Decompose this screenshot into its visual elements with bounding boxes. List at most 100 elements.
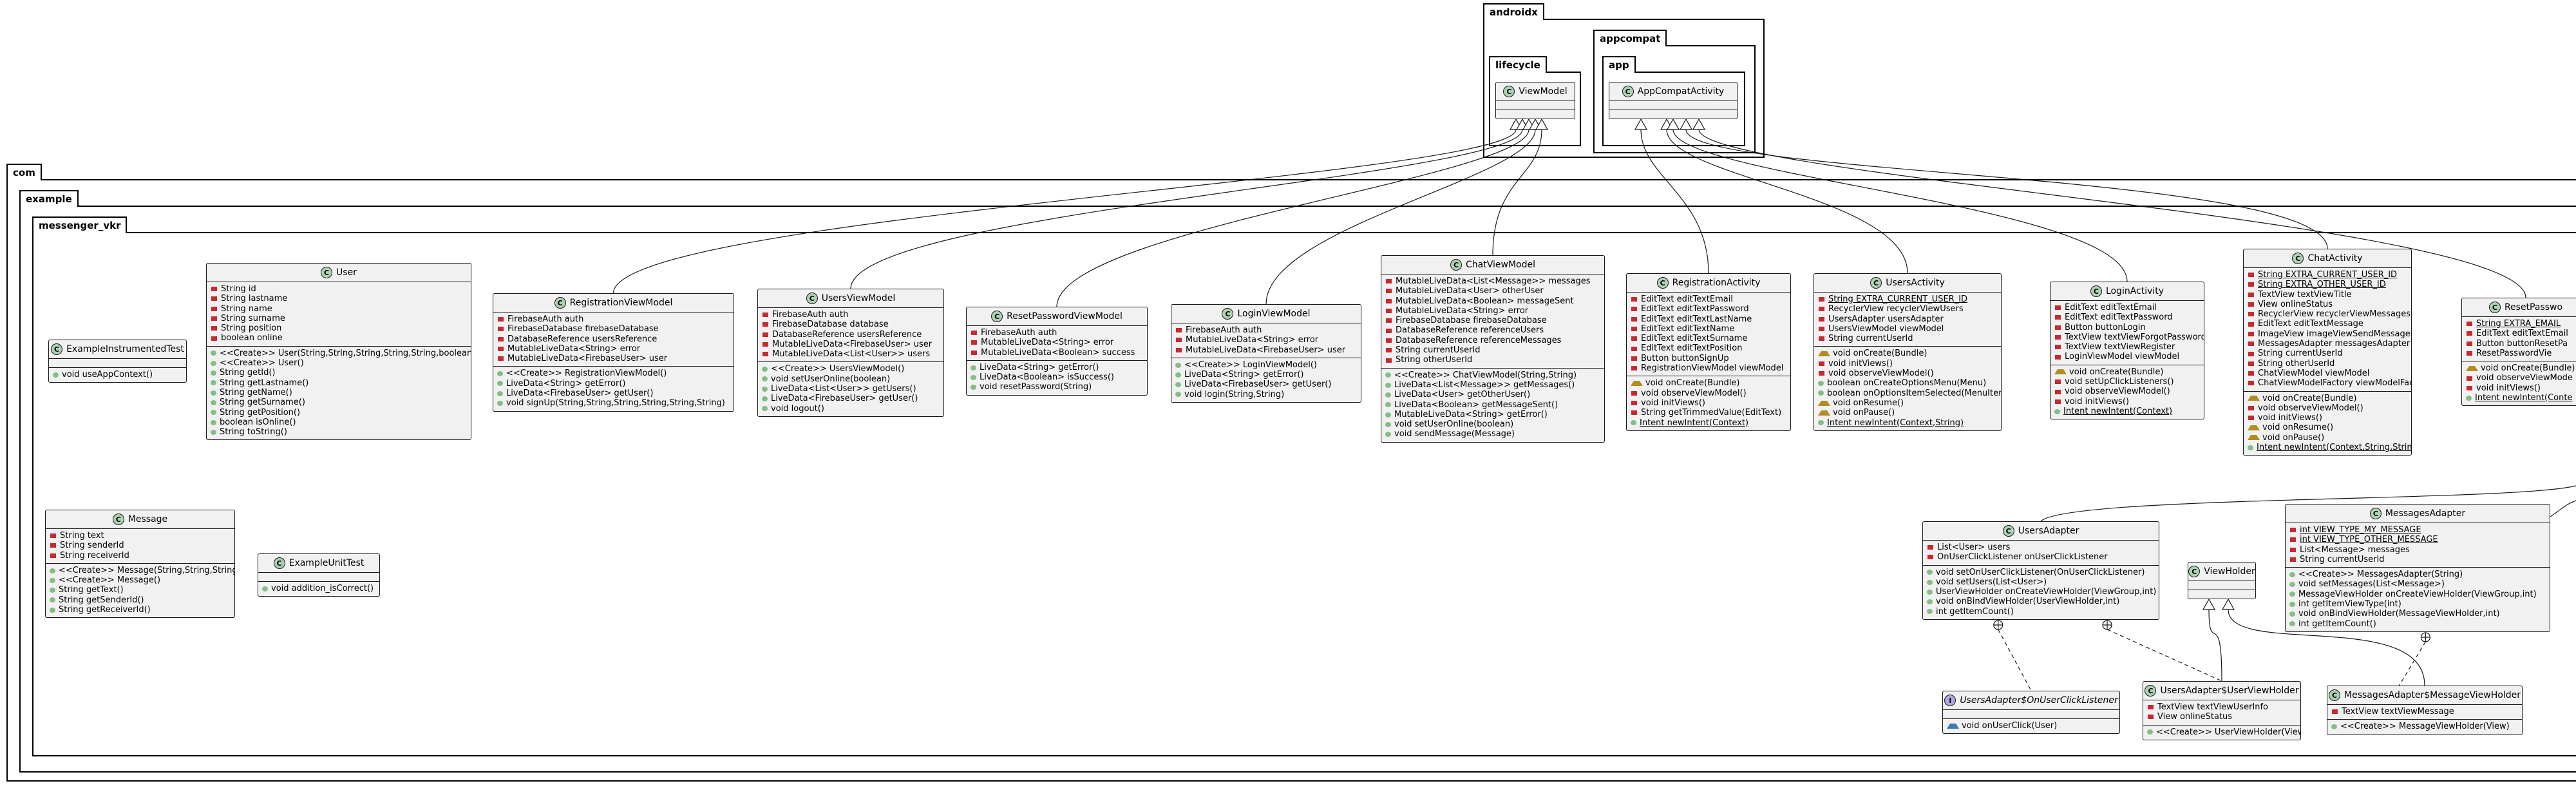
class-icon: C bbox=[321, 267, 333, 278]
method: void initViews() bbox=[1631, 398, 1786, 408]
private-visibility-icon bbox=[1927, 555, 1933, 560]
method-text: void setUserOnline(boolean) bbox=[771, 374, 891, 384]
method: String toString() bbox=[211, 427, 467, 437]
field: String id bbox=[211, 284, 467, 294]
method-text: void addition_isCorrect() bbox=[271, 584, 374, 593]
method: void onPause() bbox=[1818, 408, 1997, 418]
method: void sendMessage(Message) bbox=[1385, 429, 1600, 439]
field: RegistrationViewModel viewModel bbox=[1631, 363, 1786, 373]
private-visibility-icon bbox=[2248, 371, 2254, 376]
field: TextView textViewForgotPassword bbox=[2054, 332, 2204, 342]
public-visibility-icon bbox=[497, 390, 503, 396]
class-icon: C bbox=[51, 343, 63, 355]
class-name: ViewHolder bbox=[2204, 566, 2255, 577]
private-visibility-icon bbox=[1631, 346, 1637, 351]
field-text: DatabaseReference usersReference bbox=[507, 334, 658, 344]
field: String surname bbox=[211, 314, 467, 323]
class-methods: <<Create>> UsersViewModel()void setUserO… bbox=[758, 362, 943, 416]
method: String getSurname() bbox=[211, 398, 467, 407]
private-visibility-icon bbox=[2248, 361, 2254, 366]
field-text: EditText editTextMessage bbox=[2258, 319, 2363, 329]
method-text: <<Create>> UserViewHolder(View) bbox=[2156, 727, 2301, 737]
method-text: LiveData<FirebaseUser> getUser() bbox=[506, 389, 654, 399]
public-visibility-icon bbox=[1818, 420, 1824, 426]
method: void onPause() bbox=[2248, 433, 2407, 443]
field-text: String name bbox=[221, 303, 272, 314]
field: RecyclerView recyclerViewUsers bbox=[1818, 304, 1997, 314]
public-visibility-icon bbox=[50, 568, 55, 573]
class-fields bbox=[1496, 101, 1575, 110]
private-visibility-icon bbox=[1631, 297, 1637, 302]
field-text: RegistrationViewModel viewModel bbox=[1641, 363, 1784, 374]
private-visibility-icon bbox=[2467, 322, 2472, 327]
class-icon: C bbox=[1656, 277, 1669, 289]
field: Button buttonLogin bbox=[2054, 323, 2200, 332]
class-icon: C bbox=[2002, 525, 2014, 537]
method: void onResume() bbox=[1818, 398, 1997, 408]
method: void onCreate(Bundle) bbox=[2466, 363, 2576, 373]
private-visibility-icon bbox=[211, 316, 217, 322]
method-text: void observeViewModel() bbox=[2258, 403, 2363, 413]
method-text: MutableLiveData<String> getError() bbox=[1394, 409, 1548, 419]
public-visibility-icon bbox=[762, 406, 768, 412]
method-text: String getId() bbox=[220, 368, 276, 378]
protected-visibility-icon bbox=[1818, 351, 1830, 357]
package-com: com bbox=[6, 164, 2576, 782]
method-text: Intent newIntent(Context) bbox=[2063, 406, 2173, 416]
field-text: String receiverId bbox=[60, 550, 129, 561]
field: DatabaseReference usersReference bbox=[497, 334, 730, 344]
field: String currentUserId bbox=[2289, 555, 2546, 564]
field: MutableLiveData<List<Message>> messages bbox=[1385, 276, 1600, 286]
field: MutableLiveData<Boolean> messageSent bbox=[1385, 296, 1600, 306]
method: Intent newIntent(Context) bbox=[2054, 407, 2200, 416]
public-visibility-icon bbox=[762, 396, 768, 402]
public-visibility-icon bbox=[1927, 609, 1933, 615]
public-visibility-icon bbox=[1175, 382, 1181, 388]
method: LiveData<String> getError() bbox=[497, 379, 730, 389]
field: RecyclerView recyclerViewMessages bbox=[2248, 309, 2410, 319]
method: LiveData<FirebaseUser> getUser() bbox=[497, 389, 730, 398]
public-visibility-icon bbox=[211, 360, 216, 366]
public-visibility-icon bbox=[262, 586, 268, 591]
class-name: ChatViewModel bbox=[1466, 260, 1535, 270]
class-icon: C bbox=[2488, 302, 2501, 313]
method-text: String toString() bbox=[220, 427, 287, 437]
public-visibility-icon bbox=[1385, 432, 1391, 437]
class-methods: void onCreate(Bundle)void observeViewMod… bbox=[1627, 376, 1790, 430]
field: MutableLiveData<String> error bbox=[497, 344, 730, 354]
field-text: TextView textViewTitle bbox=[2258, 289, 2352, 300]
field: String EXTRA_CURRENT_USER_ID bbox=[1818, 294, 1997, 304]
method: void onCreate(Bundle) bbox=[1631, 378, 1786, 388]
method: String getReceiverId() bbox=[50, 605, 231, 615]
method-text: void setUserOnline(boolean) bbox=[1394, 419, 1514, 430]
private-visibility-icon bbox=[2055, 335, 2061, 340]
private-visibility-icon bbox=[971, 350, 977, 355]
class-icon: C bbox=[1450, 259, 1462, 271]
method-text: Intent newIntent(Conte bbox=[2475, 393, 2573, 403]
method-text: void observeViewModel() bbox=[1828, 369, 1934, 379]
method-text: void login(String,String) bbox=[1184, 389, 1285, 399]
public-visibility-icon bbox=[1385, 402, 1391, 408]
field-text: String otherUserId bbox=[2258, 358, 2335, 369]
public-visibility-icon bbox=[1385, 372, 1391, 378]
class-methods: void onCreate(Bundle)void initViews()voi… bbox=[1814, 347, 2001, 430]
private-visibility-icon bbox=[762, 322, 768, 327]
method-text: void signUp(String,String,String,String,… bbox=[506, 398, 725, 408]
method-text: void onResume() bbox=[2262, 423, 2334, 433]
method-text: void onCreate(Bundle) bbox=[1833, 349, 1927, 359]
class-methods: <<Create>> MessagesAdapter(String)void s… bbox=[2286, 568, 2550, 631]
field-text: String senderId bbox=[60, 541, 124, 551]
method-text: <<Create>> UsersViewModel() bbox=[771, 364, 905, 374]
method: void useAppContext() bbox=[53, 370, 182, 380]
